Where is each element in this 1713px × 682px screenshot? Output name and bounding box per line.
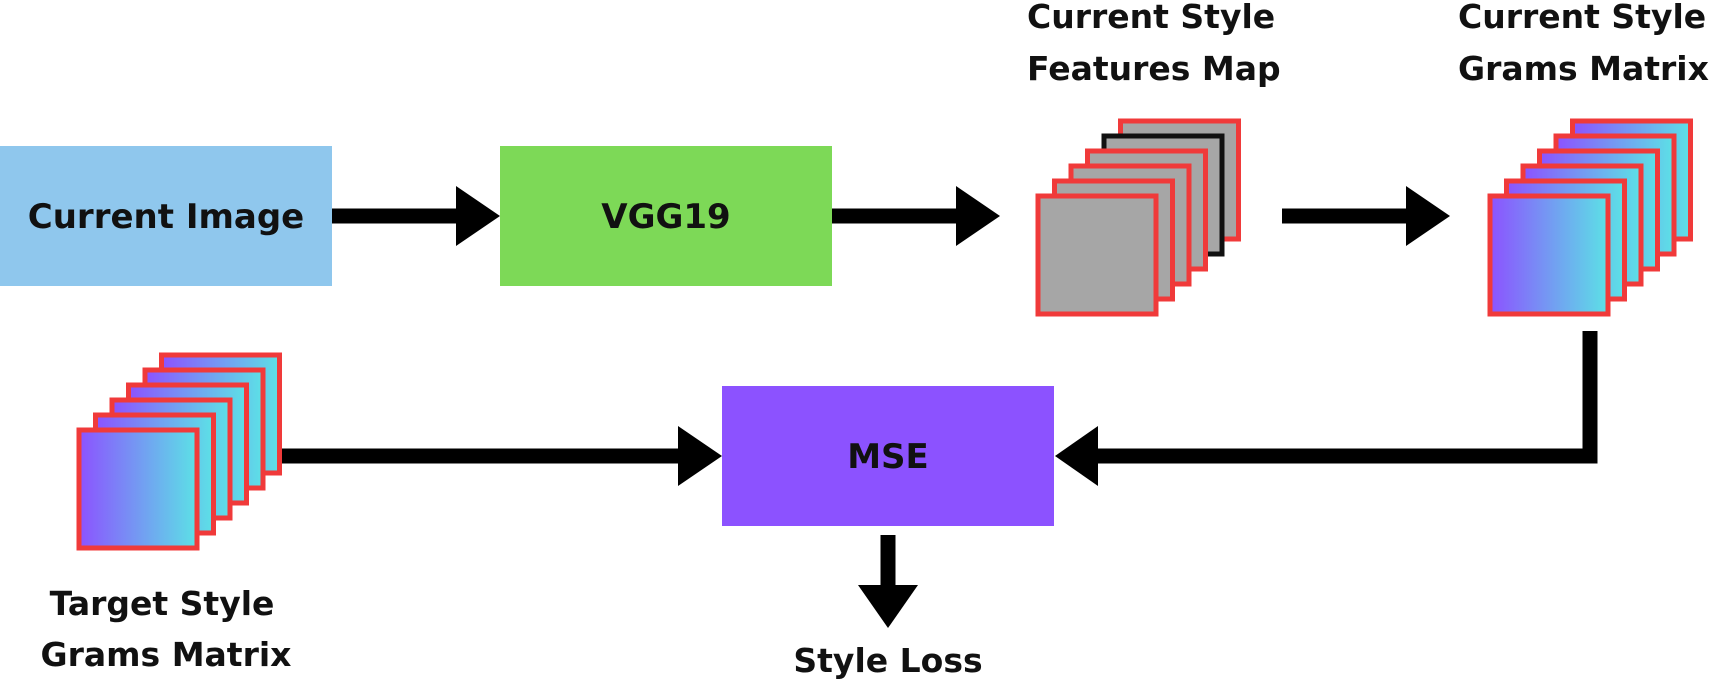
- arrow-current-grams-to-mse: [1055, 331, 1598, 486]
- target-grams-stack-icon: [76, 352, 282, 551]
- current-grams-caption-line2: Grams Matrix: [1458, 49, 1709, 88]
- current-grams-stack-icon: [1487, 118, 1693, 317]
- arrow-mse-to-style-loss: [858, 535, 918, 628]
- arrow-vgg-to-features: [832, 186, 1000, 246]
- current-image-box: Current Image: [0, 146, 332, 286]
- current-image-label: Current Image: [28, 197, 304, 237]
- arrow-target-to-mse: [280, 426, 722, 486]
- feature-map-stack-icon: [1035, 118, 1241, 317]
- arrow-features-to-grams: [1282, 186, 1450, 246]
- features-map-caption-line1: Current Style: [1027, 0, 1275, 36]
- current-grams-caption-line1: Current Style: [1458, 0, 1706, 36]
- stack-layer: [1487, 193, 1611, 317]
- mse-label: MSE: [847, 437, 929, 477]
- mse-box: MSE: [722, 386, 1054, 526]
- vgg19-label: VGG19: [601, 197, 730, 237]
- target-grams-caption-line2: Grams Matrix: [41, 635, 292, 674]
- stack-layer: [1035, 193, 1159, 317]
- arrow-image-to-vgg: [332, 186, 500, 246]
- style-loss-caption: Style Loss: [793, 641, 982, 680]
- vgg19-box: VGG19: [500, 146, 832, 286]
- target-grams-caption-line1: Target Style: [50, 584, 275, 623]
- features-map-caption-line2: Features Map: [1027, 49, 1281, 88]
- stack-layer: [76, 427, 200, 551]
